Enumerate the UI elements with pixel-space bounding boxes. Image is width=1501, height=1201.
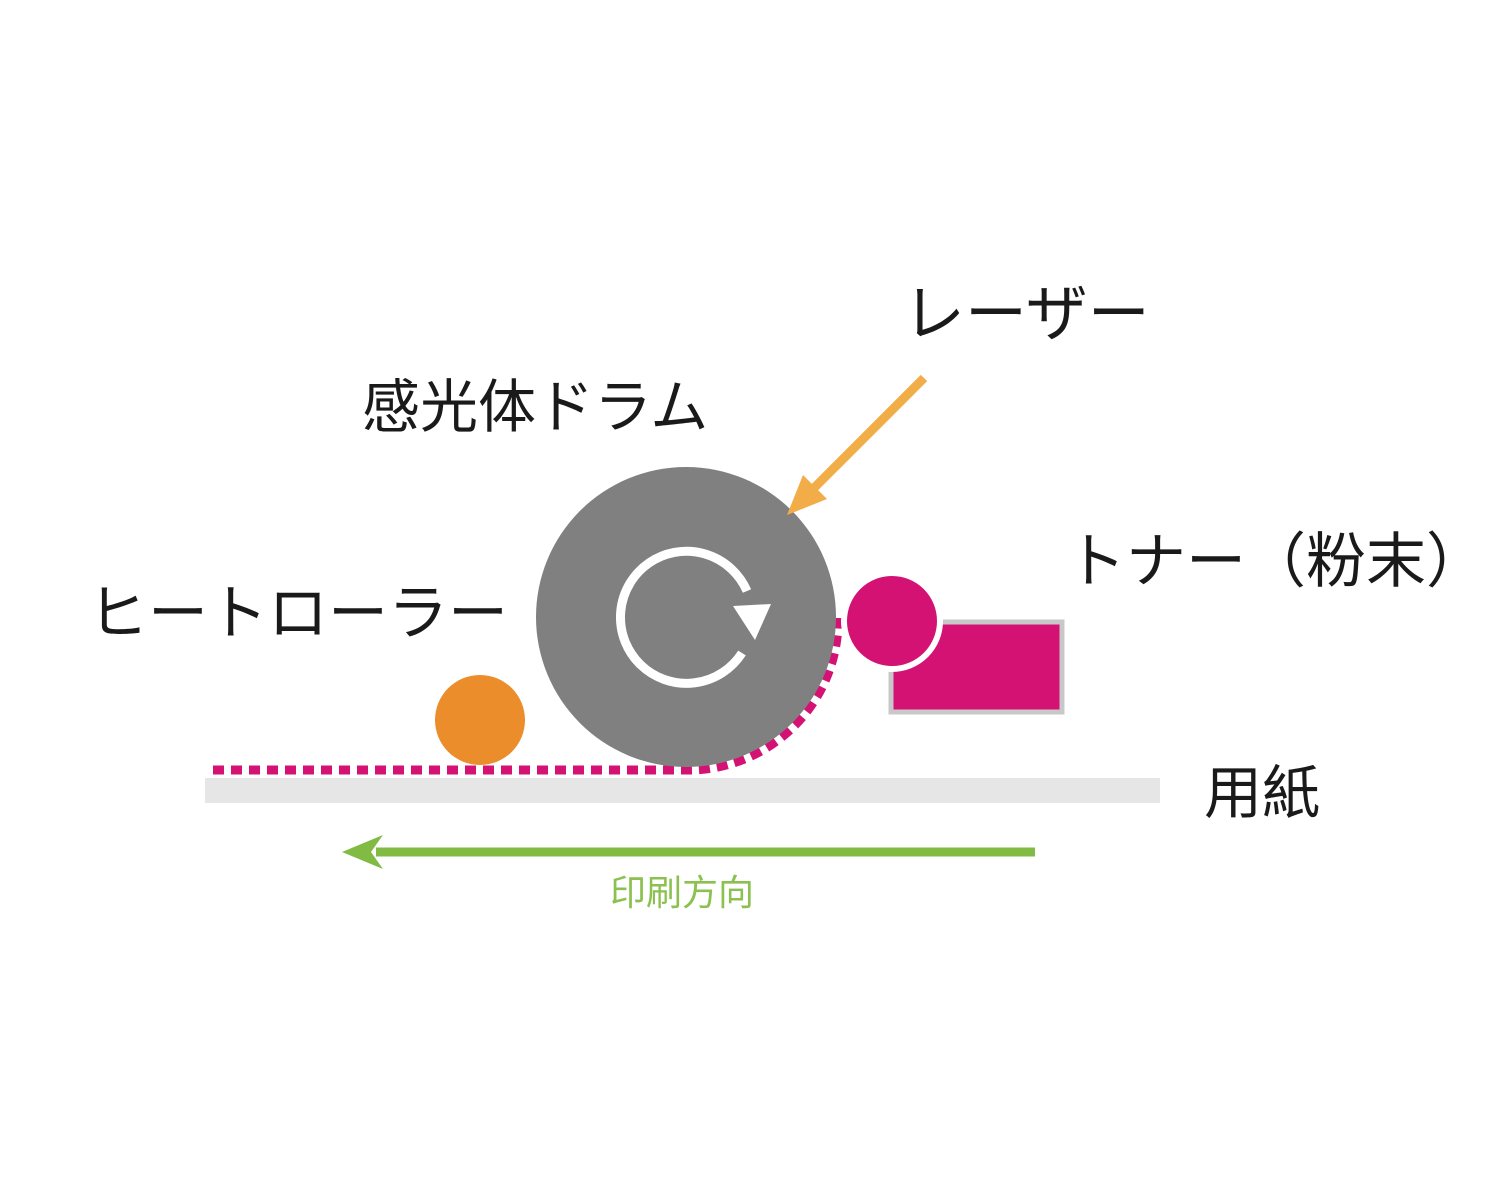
- toner-label: トナー（粉末）: [1066, 527, 1486, 597]
- laser-label: レーザー: [903, 277, 1150, 350]
- clockwise-rotation-icon: [615, 546, 771, 688]
- drum-label: 感光体ドラム: [362, 373, 709, 441]
- heat-roller: [435, 675, 525, 765]
- paper-sheet: [205, 778, 1160, 803]
- arrow-down-left-icon: [787, 374, 928, 515]
- photosensitive-drum: [536, 467, 836, 767]
- print-direction-label: 印刷方向: [610, 873, 755, 914]
- heat-roller-label: ヒートローラー: [88, 579, 508, 649]
- paper-label: 用紙: [1204, 759, 1321, 827]
- arrow-left-icon: [342, 835, 1035, 869]
- toner-roller: [841, 570, 943, 672]
